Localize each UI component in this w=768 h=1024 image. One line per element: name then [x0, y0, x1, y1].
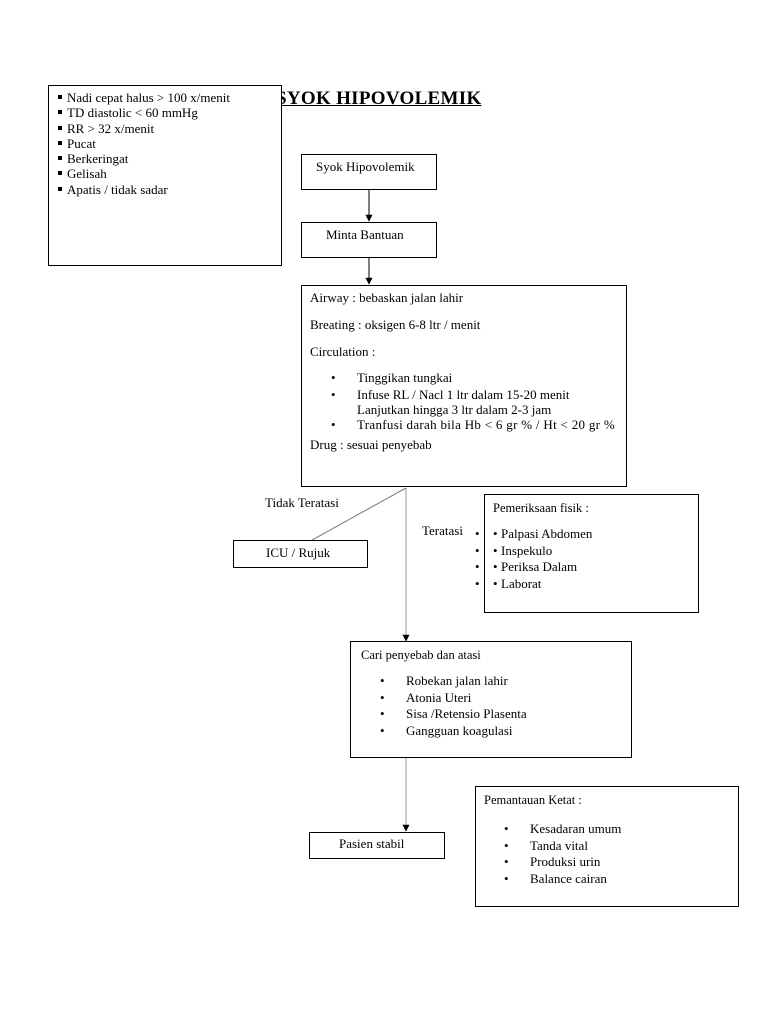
- list-item: Robekan jalan lahir: [380, 673, 623, 690]
- icu-label: ICU / Rujuk: [266, 545, 331, 560]
- start-label: Syok Hipovolemik: [316, 159, 415, 174]
- cause-box: Cari penyebab dan atasi Robekan jalan la…: [350, 641, 632, 758]
- exam-list: •Palpasi Abdomen •Inspekulo •Periksa Dal…: [475, 526, 690, 593]
- signs-list: Nadi cepat halus > 100 x/menit TD diasto…: [57, 90, 275, 197]
- start-box: Syok Hipovolemik: [301, 154, 437, 190]
- monitor-heading: Pemantauan Ketat :: [484, 793, 582, 807]
- list-item: Gelisah: [57, 166, 275, 181]
- line-abc-to-icu: [311, 487, 407, 541]
- list-item: Infuse RL / Nacl 1 ltr dalam 15-20 menit…: [331, 387, 618, 417]
- list-item: Nadi cepat halus > 100 x/menit: [57, 90, 275, 105]
- exam-box: Pemeriksaan fisik : •Palpasi Abdomen •In…: [475, 494, 699, 613]
- breathing-text: Breating : oksigen 6-8 ltr / menit: [310, 317, 481, 332]
- cause-heading: Cari penyebab dan atasi: [361, 648, 481, 662]
- list-item: Gangguan koagulasi: [380, 723, 623, 740]
- not-resolved-label: Tidak Teratasi: [265, 495, 339, 510]
- icu-box: ICU / Rujuk: [233, 540, 368, 568]
- help-box: Minta Bantuan: [301, 222, 437, 258]
- list-item: Berkeringat: [57, 151, 275, 166]
- list-item: Tinggikan tungkai: [331, 370, 618, 387]
- monitor-list: Kesadaran umum Tanda vital Produksi urin…: [504, 821, 730, 888]
- list-item: Atonia Uteri: [380, 690, 623, 707]
- list-item: Apatis / tidak sadar: [57, 182, 275, 197]
- drug-text: Drug : sesuai penyebab: [310, 436, 432, 452]
- airway-text: Airway : bebaskan jalan lahir: [310, 290, 464, 305]
- help-label: Minta Bantuan: [326, 227, 404, 242]
- abc-box: Airway : bebaskan jalan lahir Breating :…: [301, 285, 627, 487]
- exam-heading: Pemeriksaan fisik :: [493, 501, 589, 515]
- list-item: RR > 32 x/menit: [57, 121, 275, 136]
- circulation-list: Tinggikan tungkai Infuse RL / Nacl 1 ltr…: [331, 370, 618, 432]
- cause-list: Robekan jalan lahir Atonia Uteri Sisa /R…: [380, 673, 623, 740]
- list-item: Balance cairan: [504, 871, 730, 888]
- circulation-text: Circulation :: [310, 344, 376, 359]
- list-item: •Laborat: [475, 576, 690, 593]
- list-item: Tanda vital: [504, 838, 730, 855]
- stable-label: Pasien stabil: [339, 836, 405, 851]
- list-item: Kesadaran umum: [504, 821, 730, 838]
- list-item: •Palpasi Abdomen: [475, 526, 690, 543]
- list-item: Tranfusi darah bila Hb < 6 gr % / Ht < 2…: [331, 417, 618, 432]
- page-title: SYOK HIPOVOLEMIK: [276, 88, 482, 109]
- list-item: •Periksa Dalam: [475, 559, 690, 576]
- list-item: TD diastolic < 60 mmHg: [57, 105, 275, 120]
- resolved-label: Teratasi: [422, 523, 463, 538]
- list-item: •Inspekulo: [475, 543, 690, 560]
- list-item: Sisa /Retensio Plasenta: [380, 706, 623, 723]
- monitor-box: Pemantauan Ketat : Kesadaran umum Tanda …: [475, 786, 739, 907]
- list-item: Produksi urin: [504, 854, 730, 871]
- list-item: Pucat: [57, 136, 275, 151]
- stable-box: Pasien stabil: [309, 832, 445, 859]
- signs-box: Nadi cepat halus > 100 x/menit TD diasto…: [48, 85, 282, 266]
